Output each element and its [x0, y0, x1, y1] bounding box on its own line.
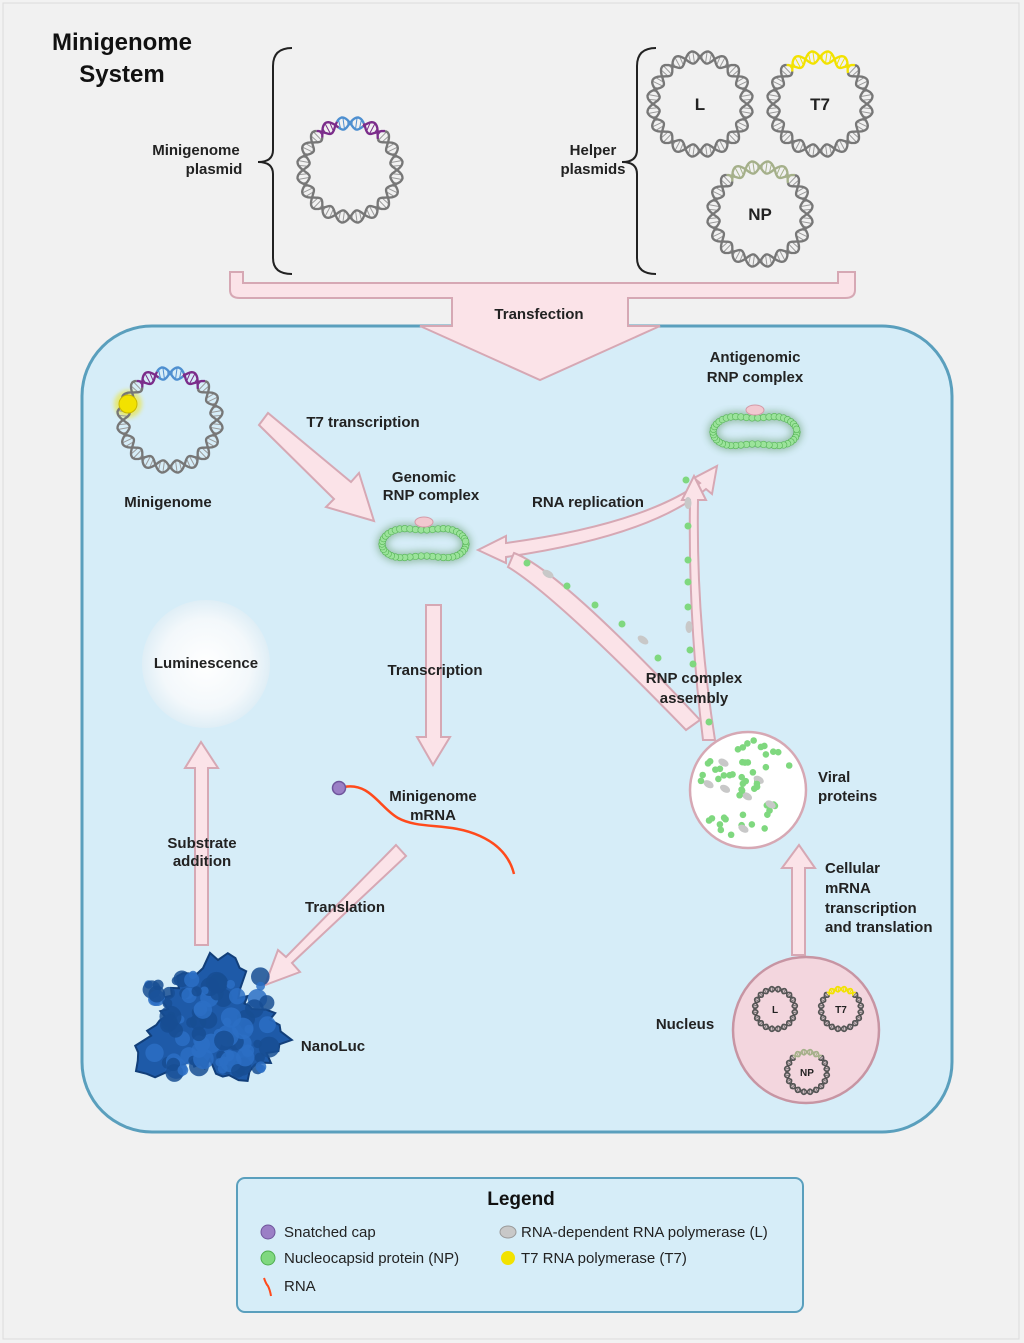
nucleus-plasmid-l-label: L — [772, 1005, 778, 1016]
snatched-cap — [331, 780, 347, 796]
plasmid-np-label: NP — [748, 205, 772, 224]
minigenome-mrna-label-2: mRNA — [410, 807, 456, 824]
antigenomic-rnp-label-2: RNP complex — [707, 369, 804, 386]
minigenome-plasmid-label-2: plasmid — [186, 161, 243, 178]
genomic-rnp-label: Genomic — [392, 469, 456, 486]
cellular-label-4: and translation — [825, 919, 933, 936]
plasmid-np-icon — [706, 160, 814, 268]
legend-t7-icon — [501, 1251, 515, 1265]
minigenome-mrna-label: Minigenome — [389, 788, 477, 805]
nucleus-plasmid-np-label: NP — [800, 1068, 814, 1079]
page-title-line2: System — [79, 61, 164, 88]
t7-polymerase-dot — [118, 394, 138, 414]
nucleus-plasmid-t7 — [817, 985, 865, 1033]
nucleus-plasmid-l — [751, 985, 799, 1033]
plasmid-t7-icon — [766, 50, 874, 158]
minigenome-plasmid-icon — [296, 116, 404, 224]
cellular-label-3: transcription — [825, 900, 917, 917]
nucleus-circle — [731, 955, 881, 1105]
translation-arrow — [263, 843, 408, 987]
transfection-label: Transfection — [494, 306, 583, 323]
cellular-label: Cellular — [825, 860, 880, 877]
bracket-minigenome — [257, 47, 293, 275]
substrate-addition-label-2: addition — [173, 853, 231, 870]
viral-proteins-particles — [697, 737, 793, 839]
viral-proteins-label-2: proteins — [818, 788, 877, 805]
transcription-label: Transcription — [387, 662, 482, 679]
rnp-assembly-arrow-diagonal — [506, 551, 702, 732]
minigenome-label: Minigenome — [124, 494, 212, 511]
legend-np-icon — [260, 1250, 276, 1266]
legend-box — [236, 1177, 804, 1313]
legend-rna: RNA — [284, 1278, 316, 1295]
nanoluc-protein — [133, 951, 294, 1082]
minigenome-mrna — [343, 785, 516, 875]
antigenomic-rnp-complex — [707, 404, 803, 451]
legend-snatched-cap-icon — [260, 1224, 276, 1240]
t7-transcription-arrow — [257, 411, 376, 523]
plasmid-l-label: L — [695, 95, 705, 114]
luminescence-glow — [142, 600, 270, 728]
legend-rna-icon — [263, 1277, 272, 1297]
substrate-addition-arrow — [183, 740, 220, 946]
transfection-arrow — [229, 271, 856, 382]
antigenomic-rnp-label: Antigenomic — [710, 349, 801, 366]
rna-replication-label: RNA replication — [532, 494, 644, 511]
nucleus-plasmid-np — [783, 1048, 831, 1096]
nanoluc-label: NanoLuc — [301, 1038, 365, 1055]
substrate-addition-label: Substrate — [167, 835, 236, 852]
plasmid-t7-label: T7 — [810, 95, 830, 114]
rnp-assembly-label-2: assembly — [660, 690, 729, 707]
helper-plasmids-label-2: plasmids — [560, 161, 625, 178]
np-particles-diagonal — [523, 476, 713, 726]
rna-replication-arrow — [475, 464, 719, 565]
helper-plasmids-label: Helper — [570, 142, 617, 159]
viral-proteins-label: Viral — [818, 769, 850, 786]
luminescence-label: Luminescence — [154, 655, 258, 672]
translation-label: Translation — [305, 899, 385, 916]
page-title: Minigenome — [52, 29, 192, 56]
genomic-rnp-label-2: RNP complex — [383, 487, 480, 504]
legend-snatched-cap: Snatched cap — [284, 1224, 376, 1241]
legend-title: Legend — [487, 1189, 555, 1210]
legend-polymerase-l: RNA-dependent RNA polymerase (L) — [521, 1224, 768, 1241]
transcription-arrow — [415, 604, 452, 767]
cellular-translation-arrow — [780, 843, 817, 956]
nucleus-label: Nucleus — [656, 1016, 714, 1033]
minigenome-plasmid-label: Minigenome — [152, 142, 240, 159]
legend-np: Nucleocapsid protein (NP) — [284, 1250, 459, 1267]
nucleus-plasmid-t7-label: T7 — [835, 1005, 847, 1016]
t7-transcription-label: T7 transcription — [306, 414, 419, 431]
legend-polymerase-l-icon — [499, 1225, 517, 1239]
legend-t7: T7 RNA polymerase (T7) — [521, 1250, 687, 1267]
bracket-helper — [621, 47, 657, 275]
genomic-rnp-complex — [376, 516, 472, 563]
l-particles-diagonal — [542, 497, 693, 645]
plasmid-l-icon — [646, 50, 754, 158]
cellular-label-2: mRNA — [825, 880, 871, 897]
rnp-assembly-label: RNP complex — [646, 670, 743, 687]
rnp-assembly-arrow-vertical — [680, 473, 717, 741]
